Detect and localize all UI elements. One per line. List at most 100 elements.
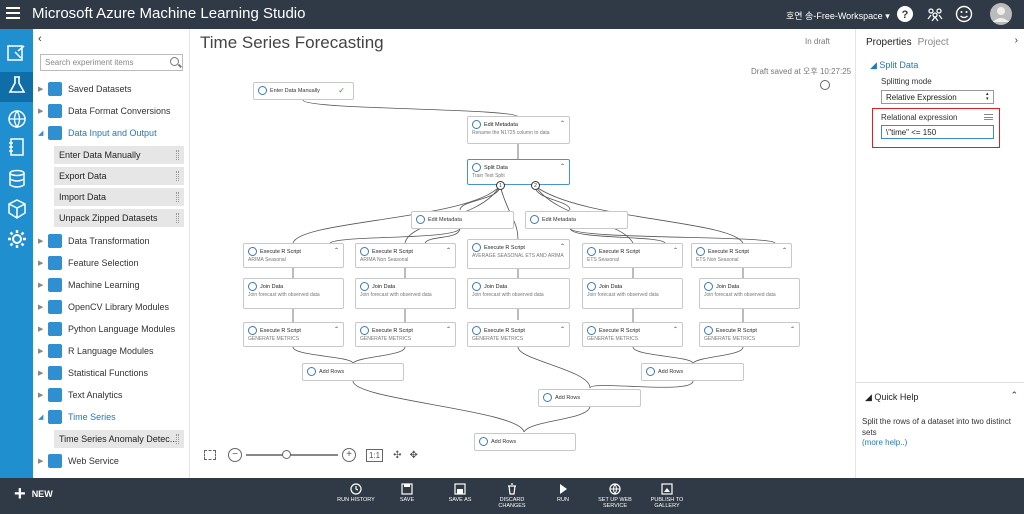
module-export-data[interactable]: Export Data bbox=[54, 167, 184, 185]
workspace-selector[interactable]: 호연 송-Free-Workspace ▾ bbox=[786, 11, 890, 21]
drag-handle-icon[interactable] bbox=[176, 171, 179, 181]
splitting-mode-select[interactable]: Relative Expression bbox=[881, 90, 994, 104]
avatar[interactable] bbox=[990, 3, 1012, 25]
category-python[interactable]: ▶Python Language Modules bbox=[38, 320, 175, 338]
help-icon[interactable]: ? bbox=[896, 5, 914, 23]
category-time-series[interactable]: ◢Time Series bbox=[38, 408, 116, 426]
node-add-rows-3[interactable]: Add Rows bbox=[538, 389, 641, 407]
zoom-slider[interactable] bbox=[246, 450, 338, 459]
chevron-up-icon[interactable]: ⌃ bbox=[672, 248, 678, 254]
actual-size-button[interactable]: 1:1 bbox=[366, 448, 384, 462]
publish-to-gallery-button[interactable]: PUBLISH TO GALLERY bbox=[645, 483, 689, 509]
feedback-smiley-icon[interactable] bbox=[955, 5, 973, 23]
notebooks-icon[interactable] bbox=[3, 134, 30, 161]
category-data-transformation[interactable]: ▶Data Transformation bbox=[38, 232, 150, 250]
chevron-up-icon[interactable]: ⌃ bbox=[333, 248, 339, 254]
drag-handle-icon[interactable] bbox=[176, 192, 179, 202]
chevron-up-icon[interactable]: ⌃ bbox=[559, 244, 565, 250]
zoom-in-icon[interactable]: + bbox=[342, 448, 356, 462]
module-section-title[interactable]: ◢ Split Data bbox=[870, 60, 919, 70]
category-r-language[interactable]: ▶R Language Modules bbox=[38, 342, 154, 360]
category-statistical-functions[interactable]: ▶Statistical Functions bbox=[38, 364, 148, 382]
collapse-palette-icon[interactable]: ‹ bbox=[38, 33, 42, 45]
category-saved-datasets[interactable]: ▶Saved Datasets bbox=[38, 80, 132, 98]
save-button[interactable]: SAVE bbox=[385, 483, 429, 503]
zoom-out-icon[interactable]: − bbox=[228, 448, 242, 462]
canvas-search-icon[interactable] bbox=[820, 80, 830, 90]
node-add-rows-2[interactable]: Add Rows bbox=[641, 363, 744, 381]
relational-expression-input[interactable]: \"time" <= 150 bbox=[881, 125, 994, 139]
node-edit-metadata-2[interactable]: Edit Metadata bbox=[411, 211, 514, 229]
node-enter-data-manually[interactable]: Enter Data Manually✓ bbox=[253, 82, 354, 100]
category-data-input-output[interactable]: ◢Data Input and Output bbox=[38, 124, 157, 142]
output-port-1[interactable]: 1 bbox=[496, 181, 505, 190]
node-add-rows-4[interactable]: Add Rows bbox=[474, 433, 576, 451]
experiment-title[interactable]: Time Series Forecasting bbox=[200, 33, 384, 52]
run-button[interactable]: RUN bbox=[541, 483, 585, 503]
output-port-2[interactable]: 2 bbox=[531, 181, 540, 190]
search-icon[interactable] bbox=[170, 57, 179, 66]
drag-handle-icon[interactable] bbox=[176, 213, 179, 223]
settings-icon[interactable] bbox=[3, 226, 30, 253]
chevron-up-icon[interactable]: ⌃ bbox=[445, 248, 451, 254]
chevron-up-icon[interactable]: ⌃ bbox=[559, 121, 565, 127]
web-services-icon[interactable] bbox=[3, 106, 30, 133]
module-time-series-anomaly[interactable]: Time Series Anomaly Detec... bbox=[54, 430, 184, 448]
pan-icon[interactable]: ✥ bbox=[409, 449, 418, 461]
node-add-rows-1[interactable]: Add Rows bbox=[302, 363, 404, 381]
chevron-up-icon[interactable]: ⌃ bbox=[1010, 390, 1018, 400]
chevron-up-icon[interactable]: ⌃ bbox=[445, 327, 451, 333]
module-enter-data-manually[interactable]: Enter Data Manually bbox=[54, 146, 184, 164]
module-unpack-zipped-datasets[interactable]: Unpack Zipped Datasets bbox=[54, 209, 184, 227]
category-opencv[interactable]: ▶OpenCV Library Modules bbox=[38, 298, 169, 316]
node-edit-metadata-3[interactable]: Edit Metadata bbox=[525, 211, 628, 229]
chevron-up-icon[interactable]: ⌃ bbox=[781, 248, 787, 254]
menu-icon[interactable] bbox=[6, 7, 20, 19]
save-as-button[interactable]: SAVE AS bbox=[438, 483, 482, 503]
category-data-format-conversions[interactable]: ▶Data Format Conversions bbox=[38, 102, 171, 120]
category-feature-selection[interactable]: ▶Feature Selection bbox=[38, 254, 139, 272]
category-machine-learning[interactable]: ▶Machine Learning bbox=[38, 276, 140, 294]
discard-changes-button[interactable]: DISCARD CHANGES bbox=[490, 483, 534, 509]
setup-web-service-button[interactable]: SET UP WEB SERVICE bbox=[593, 483, 637, 509]
category-web-service[interactable]: ▶Web Service bbox=[38, 452, 119, 470]
datasets-nav-icon[interactable] bbox=[3, 166, 30, 193]
run-history-button[interactable]: RUN HISTORY bbox=[334, 483, 378, 503]
chevron-up-icon[interactable]: ⌃ bbox=[789, 327, 795, 333]
drag-handle-icon[interactable] bbox=[176, 434, 179, 444]
new-button[interactable]: +NEW bbox=[14, 484, 53, 504]
tab-properties[interactable]: Properties bbox=[866, 37, 912, 48]
community-icon[interactable] bbox=[926, 5, 944, 23]
search-input[interactable]: Search experiment items bbox=[40, 54, 183, 71]
trained-models-icon[interactable] bbox=[3, 196, 30, 223]
menu-lines-icon[interactable] bbox=[984, 114, 993, 120]
projects-icon[interactable] bbox=[3, 40, 30, 67]
drag-handle-icon[interactable] bbox=[176, 150, 179, 160]
center-icon[interactable]: ✣ bbox=[393, 449, 402, 461]
more-help-link[interactable]: (more help..) bbox=[862, 438, 908, 447]
collapse-panel-icon[interactable]: › bbox=[1014, 35, 1018, 46]
chevron-up-icon[interactable]: ⌃ bbox=[333, 327, 339, 333]
quick-help-header[interactable]: ◢ Quick Help bbox=[865, 392, 919, 402]
experiments-icon[interactable] bbox=[0, 72, 33, 102]
module-import-data[interactable]: Import Data bbox=[54, 188, 184, 206]
category-text-analytics[interactable]: ▶Text Analytics bbox=[38, 386, 123, 404]
tab-project[interactable]: Project bbox=[917, 37, 949, 48]
chevron-up-icon[interactable]: ⌃ bbox=[559, 164, 565, 170]
